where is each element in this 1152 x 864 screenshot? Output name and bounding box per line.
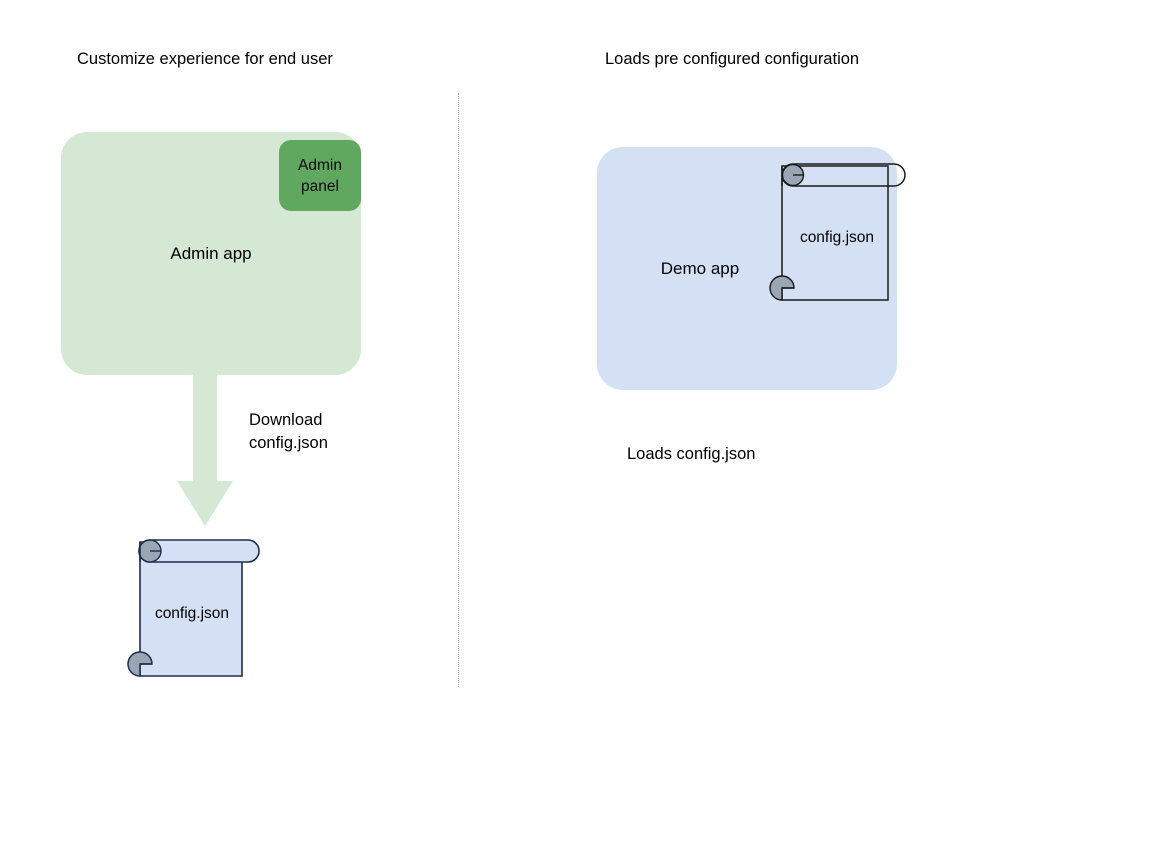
- download-arrow-label: Download config.json: [249, 411, 328, 452]
- demo-app-label: Demo app: [660, 259, 740, 278]
- admin-panel-label: Admin panel: [298, 156, 342, 195]
- section-title-left: Customize experience for end user: [77, 50, 333, 68]
- config-json-document-right[interactable]: [768, 152, 913, 310]
- demo-app-box[interactable]: Demo app: [597, 147, 897, 390]
- config-json-label-left: config.json: [154, 605, 230, 622]
- config-json-label-right: config.json: [799, 229, 875, 246]
- config-json-document-left[interactable]: [116, 528, 266, 690]
- section-title-right: Loads pre configured configuration: [605, 50, 860, 68]
- download-arrow-icon: [172, 373, 238, 528]
- admin-app-label: Admin app: [170, 244, 252, 263]
- admin-panel-box[interactable]: Admin panel: [279, 140, 361, 211]
- loads-config-caption: Loads config.json: [627, 445, 756, 463]
- vertical-divider: [458, 93, 459, 687]
